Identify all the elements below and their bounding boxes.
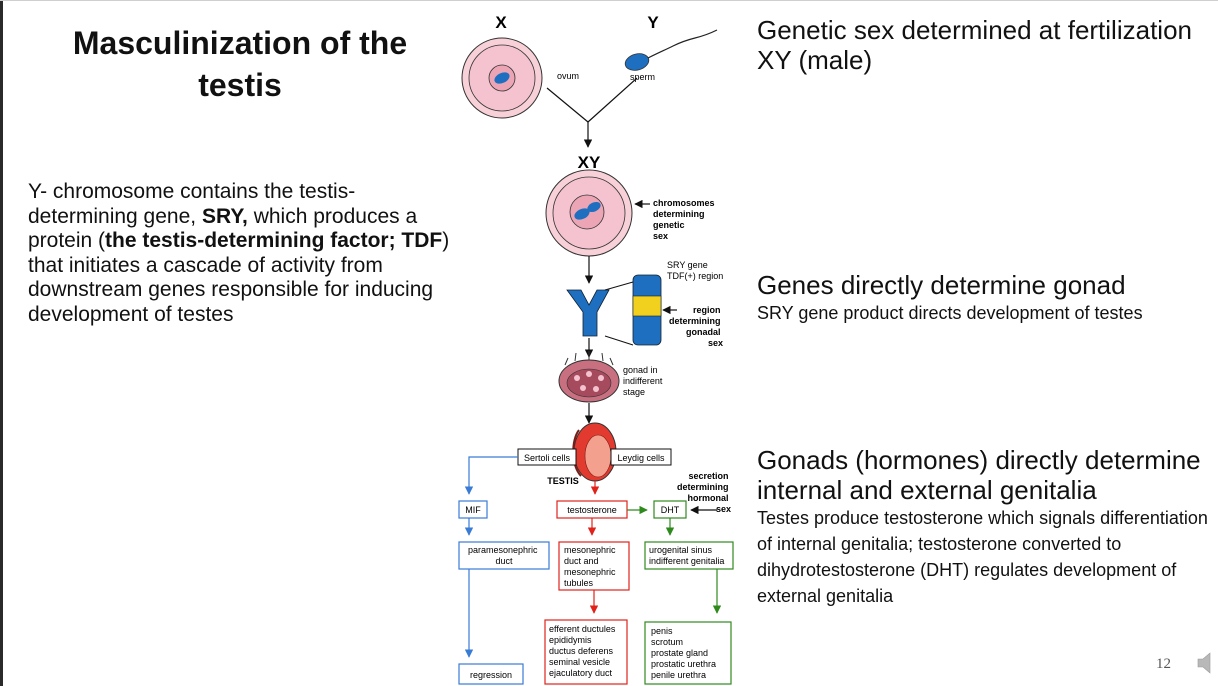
y-chromosome-icon (566, 289, 610, 337)
external-genitalia-label: penis scrotum prostate gland prostatic u… (651, 626, 719, 680)
text-segment: ) that initiates a cascade of activity f… (28, 229, 450, 326)
zygote-icon (545, 169, 633, 257)
efferent-box (544, 619, 628, 685)
mesonephric-label: mesonephric duct and mesonephric tubules (564, 545, 618, 588)
bold-sry: SRY, (201, 204, 248, 228)
efferent-label: efferent ductules epididymis ductus defe… (549, 624, 618, 678)
testis-icon (572, 422, 617, 482)
genitalia-heading: Gonads (hormones) directly determine int… (757, 445, 1201, 505)
text-segment: which produces a protein ( (28, 204, 418, 253)
speaker-icon[interactable] (1196, 652, 1216, 674)
mesonephric-box (558, 541, 630, 591)
genitalia-subtext: Testes produce testosterone which signal… (757, 508, 1208, 606)
gonad-heading: Genes directly determine gonad (757, 270, 1126, 300)
slide-left-border (0, 0, 3, 686)
dht-label: DHT (661, 505, 680, 515)
sertoli-label: Sertoli cells (524, 453, 571, 463)
region-note: region determining gonadal sex (669, 305, 723, 348)
urogenital-box (644, 541, 734, 570)
ovum-merge-line (546, 87, 589, 123)
sry-region-icon (604, 274, 662, 346)
sertoli-to-mif-arrow (464, 456, 518, 495)
gonad-note: gonad in indifferent stage (623, 365, 665, 397)
slide-number: 12 (1156, 656, 1171, 672)
mif-box (458, 500, 488, 519)
mif-label: MIF (465, 505, 481, 515)
genetic-sex-heading: Genetic sex determined at fertilization … (757, 15, 1192, 75)
genitalia-block: Gonads (hormones) directly determine int… (757, 445, 1212, 609)
urogenital-label: urogenital sinus indifferent genitalia (649, 545, 724, 566)
slide-top-border (0, 0, 1218, 1)
x-chromosome-label: X (495, 13, 507, 32)
slide-title: Masculinization of the testis (72, 25, 408, 103)
indifferent-gonad-icon (558, 351, 620, 403)
gonad-subtext: SRY gene product directs development of … (757, 303, 1143, 323)
chromosomes-note: chromosomes determining genetic sex (653, 198, 717, 241)
sperm-merge-line (587, 77, 638, 123)
genetic-sex-block: Genetic sex determined at fertilization … (757, 15, 1207, 75)
y-chromosome-label: Y (647, 13, 659, 32)
sex-determination-diagram: X Y ovum sperm XY chromosomes determinin… (458, 13, 734, 685)
external-genitalia-box (644, 621, 732, 685)
sry-gene-note: SRY gene TDF(+) region (667, 260, 723, 281)
ovum-icon (461, 37, 543, 119)
xy-label: XY (578, 153, 601, 172)
regression-box (458, 663, 524, 685)
testosterone-label: testosterone (567, 505, 617, 515)
regression-label: regression (470, 670, 512, 680)
sry-explanation: Y- chromosome contains the testis-determ… (28, 180, 453, 327)
text-segment: Y- chromosome contains the testis-determ… (28, 180, 356, 228)
paramesonephric-label: paramesonephric duct (468, 545, 540, 566)
secretion-note: secretion determining hormonal sex (677, 471, 731, 514)
sperm-label: sperm (630, 72, 655, 82)
gonad-block: Genes directly determine gonad SRY gene … (757, 270, 1212, 326)
paramesonephric-box (458, 541, 550, 570)
bold-tdf: the testis-determining factor; TDF (105, 229, 443, 252)
leydig-box (610, 448, 672, 466)
leydig-label: Leydig cells (617, 453, 665, 463)
testis-label: TESTIS (547, 476, 579, 486)
ovum-label: ovum (557, 71, 579, 81)
sperm-icon (624, 29, 718, 71)
